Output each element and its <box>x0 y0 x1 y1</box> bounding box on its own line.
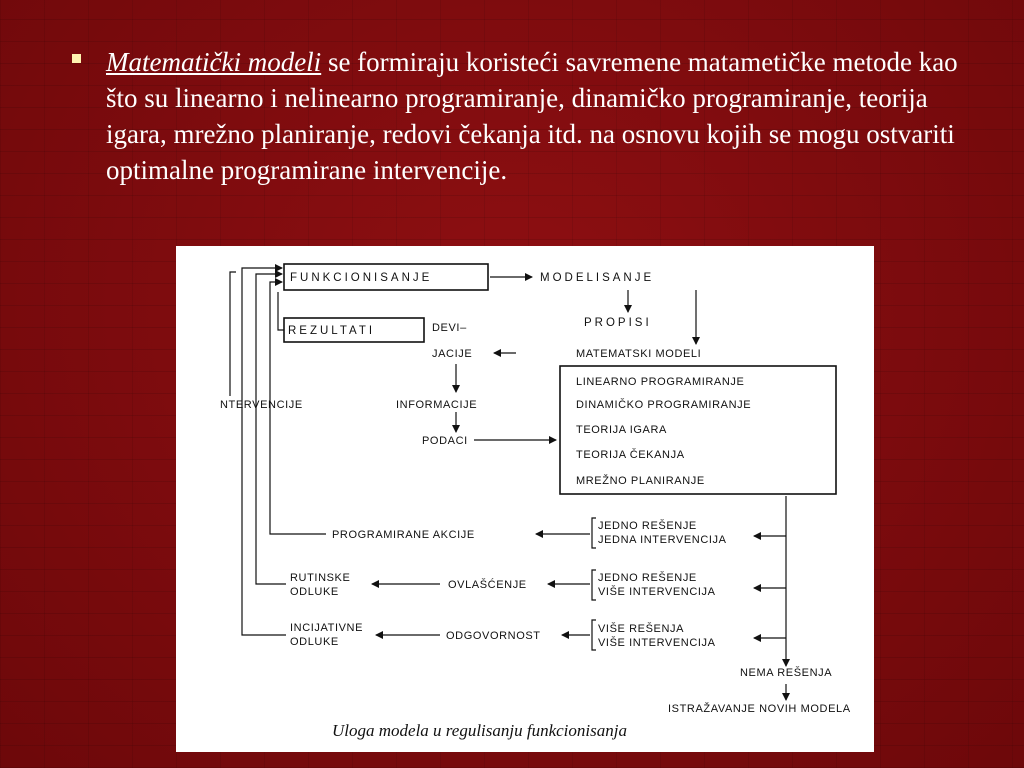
bullet-paragraph: Matematički modeli se formiraju koristeć… <box>106 44 972 188</box>
box-funkcionisanje <box>283 263 489 291</box>
box-modeli <box>559 365 837 495</box>
label-informacije: INFORMACIJE <box>396 399 477 411</box>
label-rezultati: REZULTATI <box>288 325 375 337</box>
label-matematski-modeli: MATEMATSKI MODELI <box>576 348 701 360</box>
label-sol3-a: VIŠE REŠENJA <box>598 622 684 635</box>
diagram-connectors <box>229 264 790 701</box>
label-sol1-a: JEDNO REŠENJE <box>598 519 697 532</box>
label-sol3-b: VIŠE INTERVENCIJA <box>598 636 716 649</box>
label-rutinske-1: RUTINSKE <box>290 572 350 584</box>
diagram-caption: Uloga modela u regulisanju funkcionisanj… <box>332 721 627 740</box>
label-model-3: TEORIJA IGARA <box>576 424 667 436</box>
label-nema-resenja: NEMA REŠENJA <box>740 666 832 679</box>
label-model-4: TEORIJA ČEKANJA <box>576 448 685 461</box>
diagram-figure: FUNKCIONISANJE MODELISANJE PROPISI MATEM… <box>176 246 874 752</box>
diagram-svg: FUNKCIONISANJE MODELISANJE PROPISI MATEM… <box>220 263 851 740</box>
label-rutinske-2: ODLUKE <box>290 586 339 598</box>
label-model-5: MREŽNO PLANIRANJE <box>576 474 705 487</box>
term-matematicki-modeli: Matematički modeli <box>106 47 322 77</box>
label-odgovornost: ODGOVORNOST <box>446 630 541 642</box>
label-sol2-b: VIŠE INTERVENCIJA <box>598 585 716 598</box>
slide-text: Matematički modeli se formiraju koristeć… <box>72 44 972 188</box>
label-incijativne-2: ODLUKE <box>290 636 339 648</box>
label-incijativne-1: INCIJATIVNE <box>290 622 363 634</box>
label-propisi: PROPISI <box>584 317 652 329</box>
label-programirane-akcije: PROGRAMIRANE AKCIJE <box>332 529 475 541</box>
label-jacije: JACIJE <box>432 348 472 360</box>
label-intervencije: NTERVENCIJE <box>220 399 303 411</box>
bullet-square-icon <box>72 54 81 63</box>
label-istrazivanje: ISTRAŽAVANJE NOVIH MODELA <box>668 702 851 715</box>
paragraph-text: se formiraju koristeći savremene matamet… <box>106 47 958 185</box>
label-podaci: PODACI <box>422 435 468 447</box>
label-model-2: DINAMIČKO PROGRAMIRANJE <box>576 398 751 411</box>
label-model-1: LINEARNO PROGRAMIRANJE <box>576 376 744 388</box>
label-funkcionisanje: FUNKCIONISANJE <box>290 272 432 284</box>
label-modelisanje: MODELISANJE <box>540 272 654 284</box>
label-ovlascenje: OVLAŠĆENJE <box>448 578 527 591</box>
label-devi: DEVI– <box>432 322 467 334</box>
label-sol1-b: JEDNA INTERVENCIJA <box>598 534 727 546</box>
label-sol2-a: JEDNO REŠENJE <box>598 571 697 584</box>
